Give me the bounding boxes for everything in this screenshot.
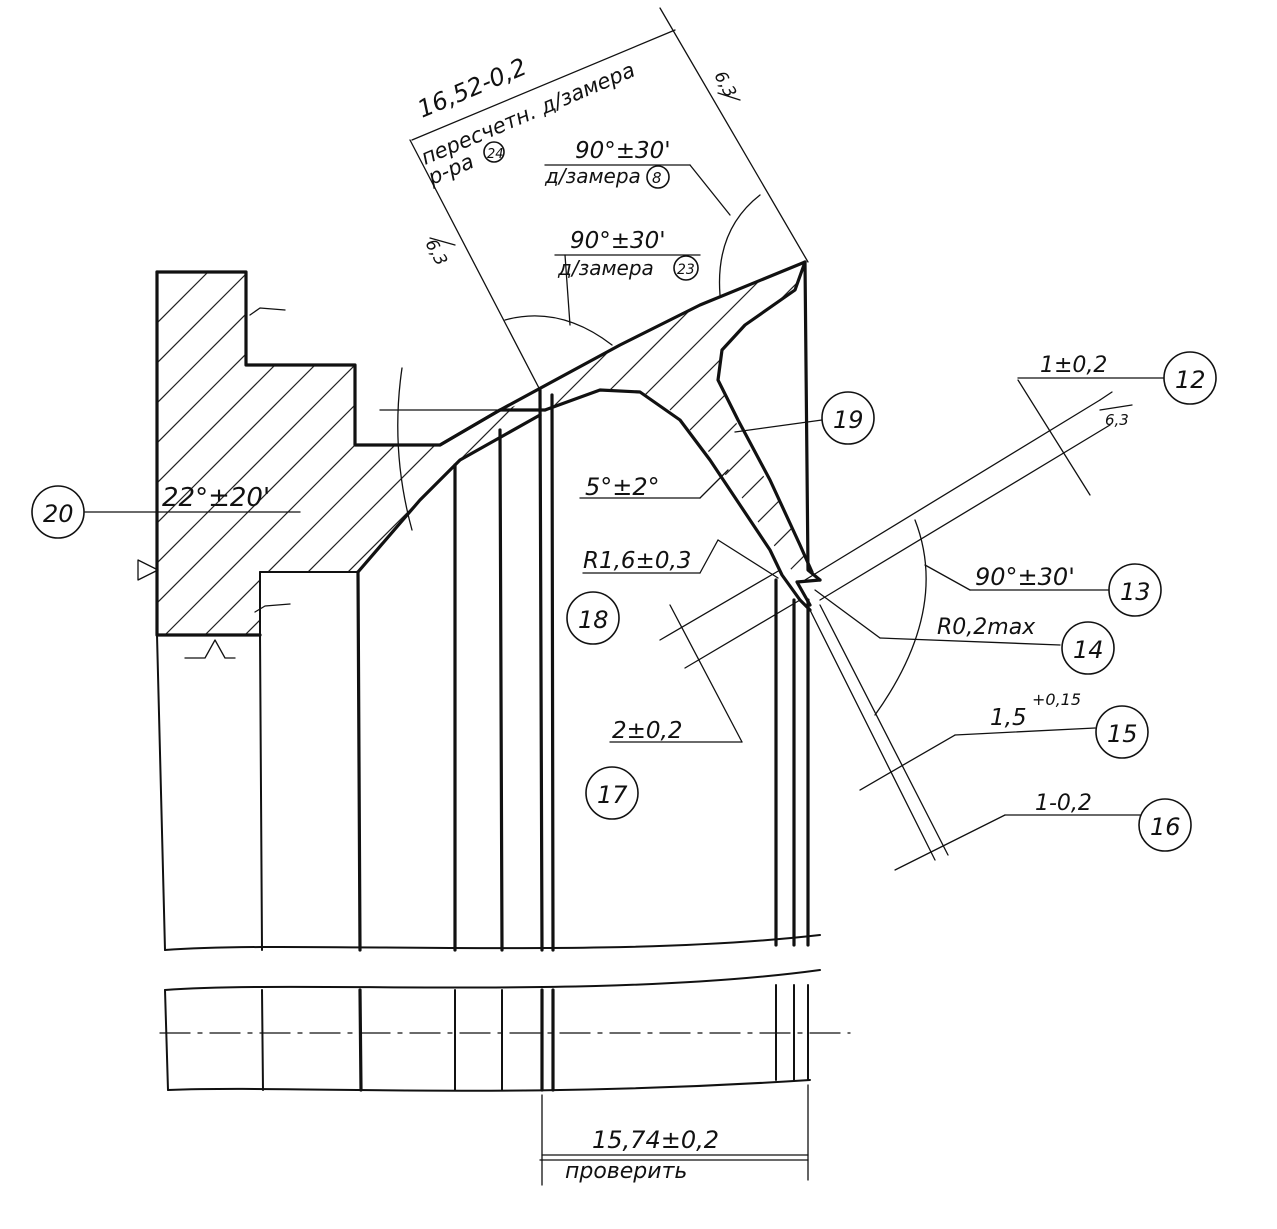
svg-text:17: 17 xyxy=(597,781,628,809)
callout-18: 18 xyxy=(566,591,620,645)
svg-text:13: 13 xyxy=(1120,578,1151,606)
annotation-texts: 16,52-0,2 пересчетн. д/замера р-ра 24 6,… xyxy=(162,53,1129,1184)
callouts: 12 19 20 13 18 14 15 17 xyxy=(31,351,1217,852)
svg-text:18: 18 xyxy=(578,606,609,634)
svg-text:16: 16 xyxy=(1150,813,1181,841)
part-outline xyxy=(155,260,851,1092)
bottom-dim-text: 15,74±0,2 xyxy=(592,1126,719,1154)
bottom-note-text: проверить xyxy=(565,1159,687,1184)
callout-19: 19 xyxy=(821,391,875,445)
angle-small-text: 5°±2° xyxy=(585,473,660,501)
rough-left-text: 6,3 xyxy=(421,236,451,269)
callout-12: 12 xyxy=(1163,351,1217,405)
angle-mid-ref-text: 23 xyxy=(677,262,695,278)
dim-13-text: 90°±30' xyxy=(975,563,1075,591)
svg-text:20: 20 xyxy=(43,500,74,528)
svg-text:14: 14 xyxy=(1073,636,1104,664)
callout-13: 13 xyxy=(1108,563,1162,617)
svg-text:15: 15 xyxy=(1107,720,1138,748)
angle-left-text: 22°±20' xyxy=(162,483,270,513)
callout-15: 15 xyxy=(1095,705,1149,759)
dim-15-tol-text: +0,15 xyxy=(1032,690,1081,709)
dimension-lines xyxy=(84,7,1166,1186)
chord-ref-text: 24 xyxy=(487,147,504,162)
dim-17-text: 2±0,2 xyxy=(612,718,682,744)
angle-top-note-text: д/замера xyxy=(544,164,641,188)
callout-20: 20 xyxy=(31,485,85,539)
svg-text:12: 12 xyxy=(1175,366,1206,394)
svg-text:19: 19 xyxy=(833,406,864,434)
dim-12-text: 1±0,2 xyxy=(1040,353,1107,378)
rough-top-text: 6,3 xyxy=(710,68,740,101)
callout-16: 16 xyxy=(1138,798,1192,852)
dim-16-text: 1-0,2 xyxy=(1035,791,1092,816)
angle-mid-note-text: д/замера xyxy=(557,256,654,280)
section-hatching xyxy=(157,262,810,635)
rough-right-text: 6,3 xyxy=(1105,411,1129,429)
callout-17: 17 xyxy=(585,766,639,820)
angle-top-text: 90°±30' xyxy=(575,138,671,164)
radius-18-text: R1,6±0,3 xyxy=(583,548,691,574)
angle-top-ref-text: 8 xyxy=(652,169,662,187)
callout-14: 14 xyxy=(1061,621,1115,675)
dim-14-text: R0,2max xyxy=(937,615,1036,640)
angle-mid-text: 90°±30' xyxy=(570,228,666,254)
dim-15-text: 1,5 xyxy=(990,705,1027,731)
